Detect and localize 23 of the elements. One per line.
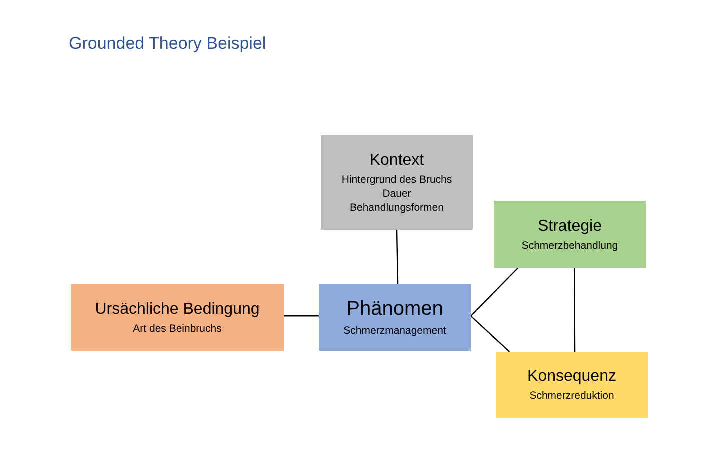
box-heading: Konsequenz — [528, 367, 616, 387]
box-subtext: Schmerzreduktion — [530, 389, 614, 403]
box-subtext: Schmerzmanagement — [344, 324, 446, 338]
concept-box — [496, 352, 648, 418]
box-heading: Phänomen — [346, 297, 444, 322]
connector-line — [284, 316, 319, 317]
connector-line — [396, 230, 399, 284]
connector-line — [470, 316, 510, 352]
box-subtext: Dauer — [382, 186, 412, 200]
box-heading: Kontext — [370, 150, 424, 170]
box-subtext: Behandlungsformen — [350, 200, 444, 214]
box-subtext: Art des Beinbruchs — [133, 322, 222, 336]
concept-box — [494, 201, 646, 268]
box-subtext: Hintergrund des Bruchs — [342, 172, 452, 186]
diagram-title: Grounded Theory Beispiel — [69, 33, 266, 55]
concept-box — [71, 284, 284, 351]
box-heading: Strategie — [538, 216, 602, 236]
box-subtext: Schmerzbehandlung — [522, 238, 618, 252]
connector-line — [470, 268, 519, 317]
connector-line — [574, 268, 576, 352]
concept-box — [321, 135, 473, 230]
concept-box — [319, 284, 471, 351]
box-heading: Ursächliche Bedingung — [95, 300, 260, 320]
